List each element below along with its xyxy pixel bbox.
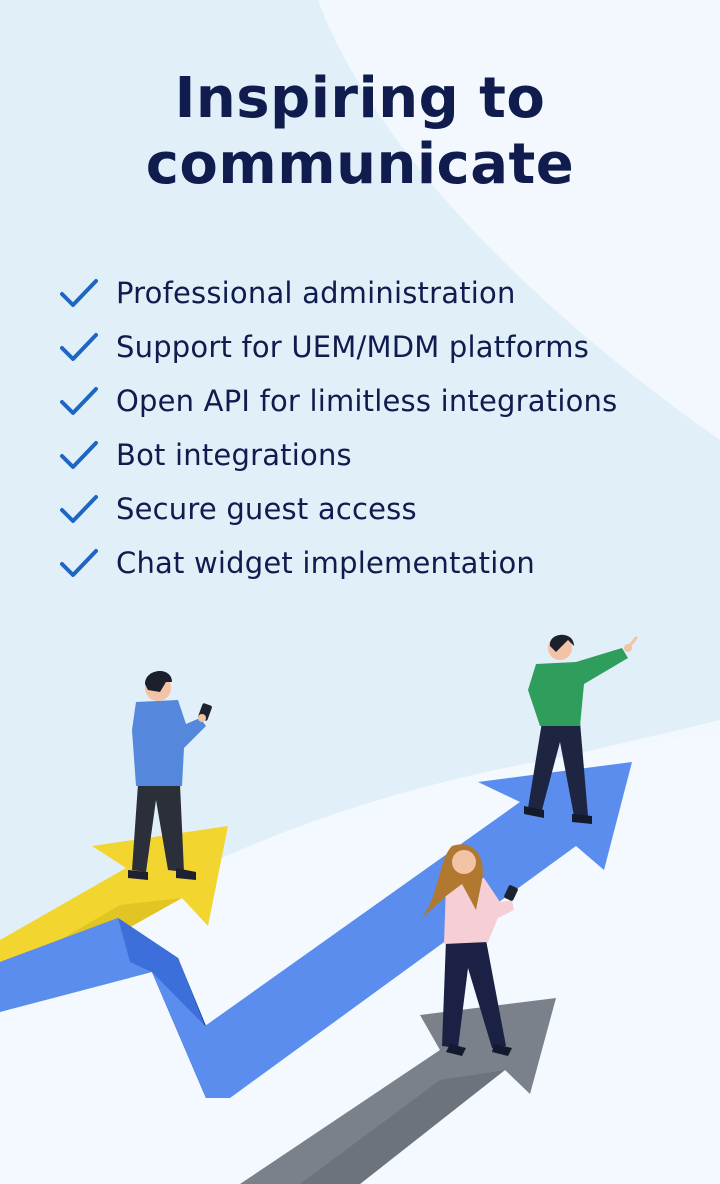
checkmark-icon [60,279,98,307]
checkmark-icon [60,495,98,523]
feature-item: Chat widget implementation [58,536,617,590]
feature-text: Chat widget implementation [116,546,535,580]
feature-text: Support for UEM/MDM platforms [116,330,590,364]
feature-text: Open API for limitless integrations [116,384,618,418]
person-green-sweater [524,634,638,824]
page-title-line-1: Inspiring to [174,66,546,131]
feature-item: Support for UEM/MDM platforms [58,320,617,374]
feature-item: Secure guest access [58,482,617,536]
blue-arrow [0,762,632,1098]
checkmark-icon [60,549,98,577]
feature-item: Professional administration [58,266,617,320]
page-title-line-2: communicate [145,132,575,197]
checkmark-icon [60,387,98,415]
person-blue-shirt [128,670,212,880]
feature-item: Open API for limitless integrations [58,374,617,428]
checkmark-icon [60,333,98,361]
feature-text: Bot integrations [116,438,352,472]
feature-list: Professional administration Support for … [58,266,617,590]
feature-text: Secure guest access [116,492,417,526]
person-pink-top [420,844,518,1056]
checkmark-icon [60,441,98,469]
page-title: Inspiring to communicate [0,66,720,198]
feature-item: Bot integrations [58,428,617,482]
feature-text: Professional administration [116,276,516,310]
gray-arrow [240,998,556,1184]
